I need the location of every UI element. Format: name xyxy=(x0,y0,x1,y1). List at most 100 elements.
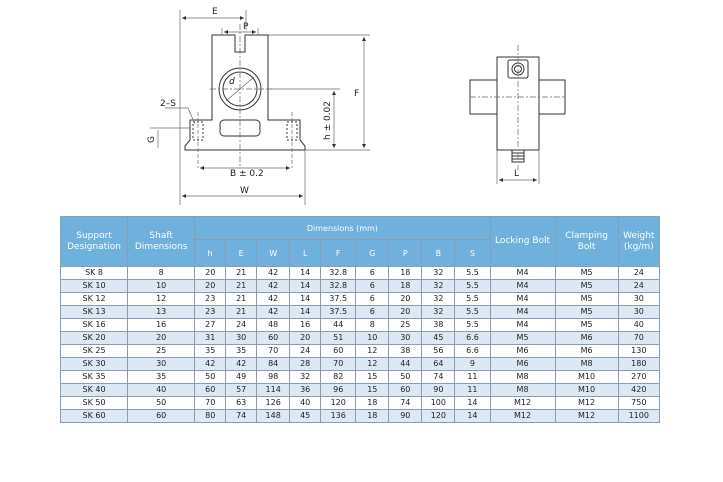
table-cell: 20 xyxy=(388,305,423,319)
table-cell: 20 xyxy=(127,331,196,345)
table-cell: 5.5 xyxy=(454,292,491,306)
header-dim-b: B xyxy=(421,239,456,267)
table-cell: 750 xyxy=(617,396,661,410)
table-cell: 11 xyxy=(454,383,491,397)
table-cell: 270 xyxy=(617,370,661,384)
table-cell: 20 xyxy=(194,266,227,280)
table-cell: 5.5 xyxy=(454,318,491,332)
label-f: F xyxy=(354,89,359,99)
table-cell: 50 xyxy=(127,396,196,410)
table-cell: 42 xyxy=(194,357,227,371)
table-cell: M6 xyxy=(489,344,556,358)
table-cell: 14 xyxy=(289,266,322,280)
table-cell: 148 xyxy=(256,409,291,423)
table-cell: 30 xyxy=(617,305,661,319)
table-cell: 60 xyxy=(388,383,423,397)
table-cell: 25 xyxy=(127,344,196,358)
header-dim-w: W xyxy=(256,239,291,267)
header-dim-l: L xyxy=(289,239,322,267)
table-cell: M6 xyxy=(554,344,619,358)
table-cell: 45 xyxy=(421,331,456,345)
table-cell: 20 xyxy=(388,292,423,306)
table-cell: M12 xyxy=(554,409,619,423)
table-cell: M5 xyxy=(554,318,619,332)
table-cell: 14 xyxy=(289,292,322,306)
table-cell: M6 xyxy=(489,357,556,371)
table-cell: 24 xyxy=(617,279,661,293)
table-cell: 12 xyxy=(127,292,196,306)
table-cell: 70 xyxy=(256,344,291,358)
table-cell: M10 xyxy=(554,370,619,384)
table-cell: M12 xyxy=(489,396,556,410)
table-cell: 38 xyxy=(421,318,456,332)
table-cell: 60 xyxy=(256,331,291,345)
table-cell: M5 xyxy=(554,305,619,319)
table-cell: 98 xyxy=(256,370,291,384)
table-cell: 120 xyxy=(320,396,357,410)
table-cell: 18 xyxy=(388,279,423,293)
table-cell: 100 xyxy=(421,396,456,410)
table-cell: 126 xyxy=(256,396,291,410)
table-cell: 56 xyxy=(421,344,456,358)
table-cell: 21 xyxy=(225,266,258,280)
table-cell: 6.6 xyxy=(454,344,491,358)
table-cell: 18 xyxy=(388,266,423,280)
table-cell: 40 xyxy=(289,396,322,410)
table-cell: 5.5 xyxy=(454,305,491,319)
table-cell: 13 xyxy=(127,305,196,319)
table-cell: 63 xyxy=(225,396,258,410)
table-cell: 74 xyxy=(225,409,258,423)
table-cell: 14 xyxy=(289,305,322,319)
table-cell: M4 xyxy=(489,279,556,293)
table-cell: 21 xyxy=(225,292,258,306)
table-cell: SK 40 xyxy=(59,383,129,397)
table-cell: 42 xyxy=(256,279,291,293)
table-cell: 6.6 xyxy=(454,331,491,345)
table-cell: 80 xyxy=(194,409,227,423)
table-cell: 74 xyxy=(421,370,456,384)
header-dim-p: P xyxy=(388,239,423,267)
header-shaft: Shaft Dimensions xyxy=(127,216,196,267)
table-cell: 35 xyxy=(225,344,258,358)
table-cell: 6 xyxy=(355,305,390,319)
table-cell: SK 60 xyxy=(59,409,129,423)
table-cell: M8 xyxy=(489,383,556,397)
table-cell: 60 xyxy=(194,383,227,397)
table-cell: 70 xyxy=(194,396,227,410)
table-cell: 15 xyxy=(355,383,390,397)
table-cell: 38 xyxy=(388,344,423,358)
table-cell: 180 xyxy=(617,357,661,371)
table-cell: 60 xyxy=(127,409,196,423)
table-cell: 48 xyxy=(256,318,291,332)
table-cell: 14 xyxy=(454,409,491,423)
header-support: Support Designation xyxy=(59,216,129,267)
table-cell: 44 xyxy=(388,357,423,371)
table-cell: 23 xyxy=(194,292,227,306)
table-cell: 74 xyxy=(388,396,423,410)
header-weight: Weight (kg/m) xyxy=(617,216,661,267)
table-cell: 32 xyxy=(421,305,456,319)
table-cell: 114 xyxy=(256,383,291,397)
header-dim-h: h xyxy=(194,239,227,267)
table-cell: 36 xyxy=(289,383,322,397)
table-cell: M4 xyxy=(489,318,556,332)
table-cell: M4 xyxy=(489,305,556,319)
table-cell: 35 xyxy=(194,344,227,358)
table-cell: 20 xyxy=(289,331,322,345)
table-cell: 10 xyxy=(355,331,390,345)
label-p: P xyxy=(243,22,249,32)
table-cell: 25 xyxy=(388,318,423,332)
table-cell: 50 xyxy=(194,370,227,384)
table-cell: 120 xyxy=(421,409,456,423)
table-cell: SK 10 xyxy=(59,279,129,293)
table-cell: M5 xyxy=(489,331,556,345)
table-cell: 24 xyxy=(617,266,661,280)
table-cell: 31 xyxy=(194,331,227,345)
table-cell: 42 xyxy=(256,292,291,306)
front-view-outline xyxy=(184,34,306,151)
header-dim-f: F xyxy=(320,239,357,267)
